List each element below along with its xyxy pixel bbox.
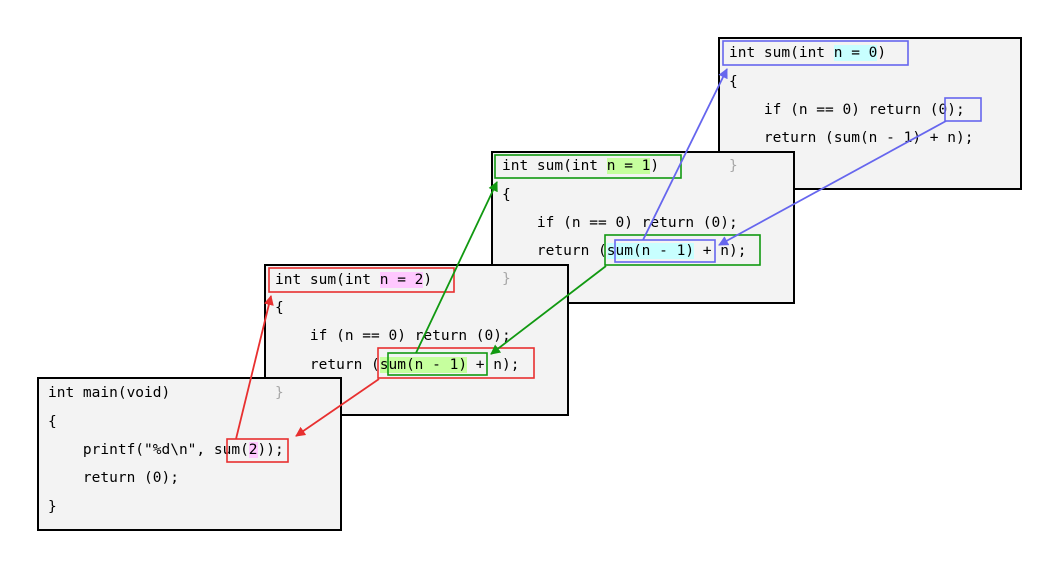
box-n2-call-sum	[387, 352, 488, 376]
return-zero-value: (0)	[929, 102, 956, 118]
frame-main	[37, 377, 342, 531]
main-printf-line: printf("%d\n", sum(2));	[48, 442, 284, 458]
frame-n2-return-line: return (sum(n - 1) + n);	[275, 357, 520, 373]
frame-n1-return-line: return (sum(n - 1) + n);	[502, 243, 747, 259]
frame-n1-signature: int sum(int n = 1)	[502, 158, 660, 174]
param-n2: n = 2	[379, 272, 424, 288]
main-signature: int main(void)	[48, 385, 171, 401]
frame-n0-if-line: if (n == 0) return (0);	[729, 102, 965, 118]
frame-n0-open-brace: {	[729, 74, 738, 90]
box-n1-call-sum	[614, 239, 716, 263]
frame-n0-close-brace: }	[729, 158, 738, 174]
call-sum-n2: sum(n - 1)	[379, 357, 468, 373]
call-sum-main: sum(2)	[213, 442, 267, 458]
frame-n2-close-brace: }	[275, 385, 284, 401]
box-n2-signature	[268, 267, 455, 293]
frame-n2-open-brace: {	[275, 300, 284, 316]
box-n0-return-value	[944, 97, 982, 122]
frame-n1-close-brace: }	[502, 271, 511, 287]
frame-n0-return-line: return (sum(n - 1) + n);	[729, 130, 974, 146]
arrow-call-n0	[642, 68, 728, 241]
main-open-brace: {	[48, 414, 57, 430]
frame-n2-if-line: if (n == 0) return (0);	[275, 328, 511, 344]
box-n0-signature	[722, 40, 909, 66]
frame-n2-signature: int sum(int n = 2)	[275, 272, 433, 288]
frame-n1-if-line: if (n == 0) return (0);	[502, 215, 738, 231]
box-n1-return-expr	[604, 234, 761, 266]
arrow-return-n1	[490, 265, 607, 355]
arrow-return-n0	[718, 120, 947, 246]
main-return-line: return (0);	[48, 470, 179, 486]
frame-n1-open-brace: {	[502, 187, 511, 203]
box-n1-signature	[494, 154, 682, 179]
box-main-call-sum	[226, 438, 289, 463]
param-n0: n = 0	[833, 45, 878, 61]
box-n2-return-expr	[377, 347, 535, 379]
call-sum-n1: sum(n - 1)	[606, 243, 695, 259]
arrow-call-n1	[415, 181, 498, 354]
param-n1: n = 1	[606, 158, 651, 174]
arrow-call-n2	[235, 295, 274, 440]
arrow-return-n2	[295, 378, 380, 437]
main-close-brace: }	[48, 499, 57, 515]
frame-n0-signature: int sum(int n = 0)	[729, 45, 887, 61]
